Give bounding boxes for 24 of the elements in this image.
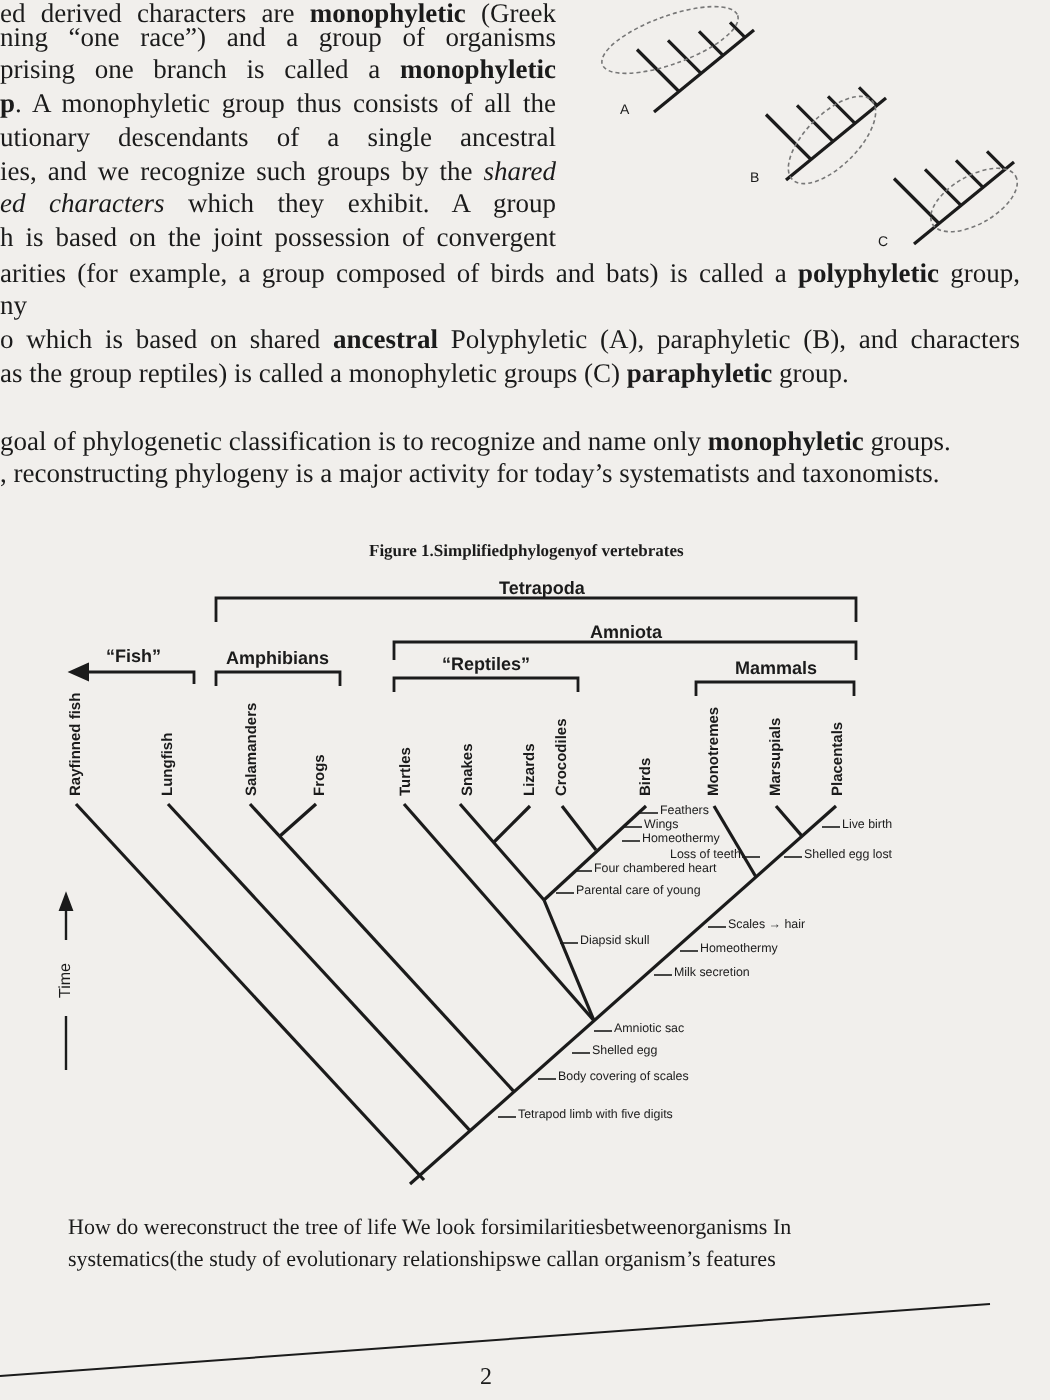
paragraph-line: prising one branch is called a monophyletic xyxy=(0,56,556,86)
group-label: Amniota xyxy=(590,624,662,644)
paragraph-line: systematics(the study of evolutionary relationshipswe callan organism’s features xyxy=(68,1248,776,1273)
axis-label: Time xyxy=(57,962,75,997)
paragraph-line: goal of phylogenetic classification is to recognize and name only monophyletic groups. xyxy=(0,428,951,458)
group-label: Amphibians xyxy=(226,650,330,670)
group-label: “Fish” xyxy=(106,648,162,668)
paragraph-line: How do wereconstruct the tree of life We look forsimilaritiesbetweenorganisms In xyxy=(68,1216,792,1241)
page-number: 2 xyxy=(480,1364,492,1391)
figure-title: Figure 1.Simplifiedphylogenyof vertebrates xyxy=(369,542,684,561)
group-label: “Reptiles” xyxy=(442,656,531,676)
paragraph-line: utionary descendants of a single ancestral xyxy=(0,124,556,154)
paragraph-line: ed characters which they exhibit. A group xyxy=(0,190,556,220)
paragraph-line: p. A monophyletic group thus consists of all the xyxy=(0,90,556,120)
paragraph-line: as the group reptiles) is called a monophyletic groups (C) paraphyletic group. xyxy=(0,360,849,390)
paragraph-line: arities (for example, a group composed of birds and bats) is called a polyphyletic group, xyxy=(0,260,1020,290)
paragraph-line: ed derived characters are monophyletic (Greek xyxy=(0,0,556,28)
group-label: Tetrapoda xyxy=(499,580,585,600)
paragraph-line: o which is based on shared ancestral Polyphyletic (A), paraphyletic (B), and characters xyxy=(0,326,1020,356)
paragraph-line: h is based on the joint possession of convergent xyxy=(0,224,556,254)
paragraph-line: ies, and we recognize such groups by the shared xyxy=(0,158,556,188)
paragraph-line: ny xyxy=(0,292,27,322)
group-label: Mammals xyxy=(735,660,818,680)
paragraph-line: , reconstructing phylogeny is a major activity for today’s systematists and taxonomists. xyxy=(0,460,940,490)
